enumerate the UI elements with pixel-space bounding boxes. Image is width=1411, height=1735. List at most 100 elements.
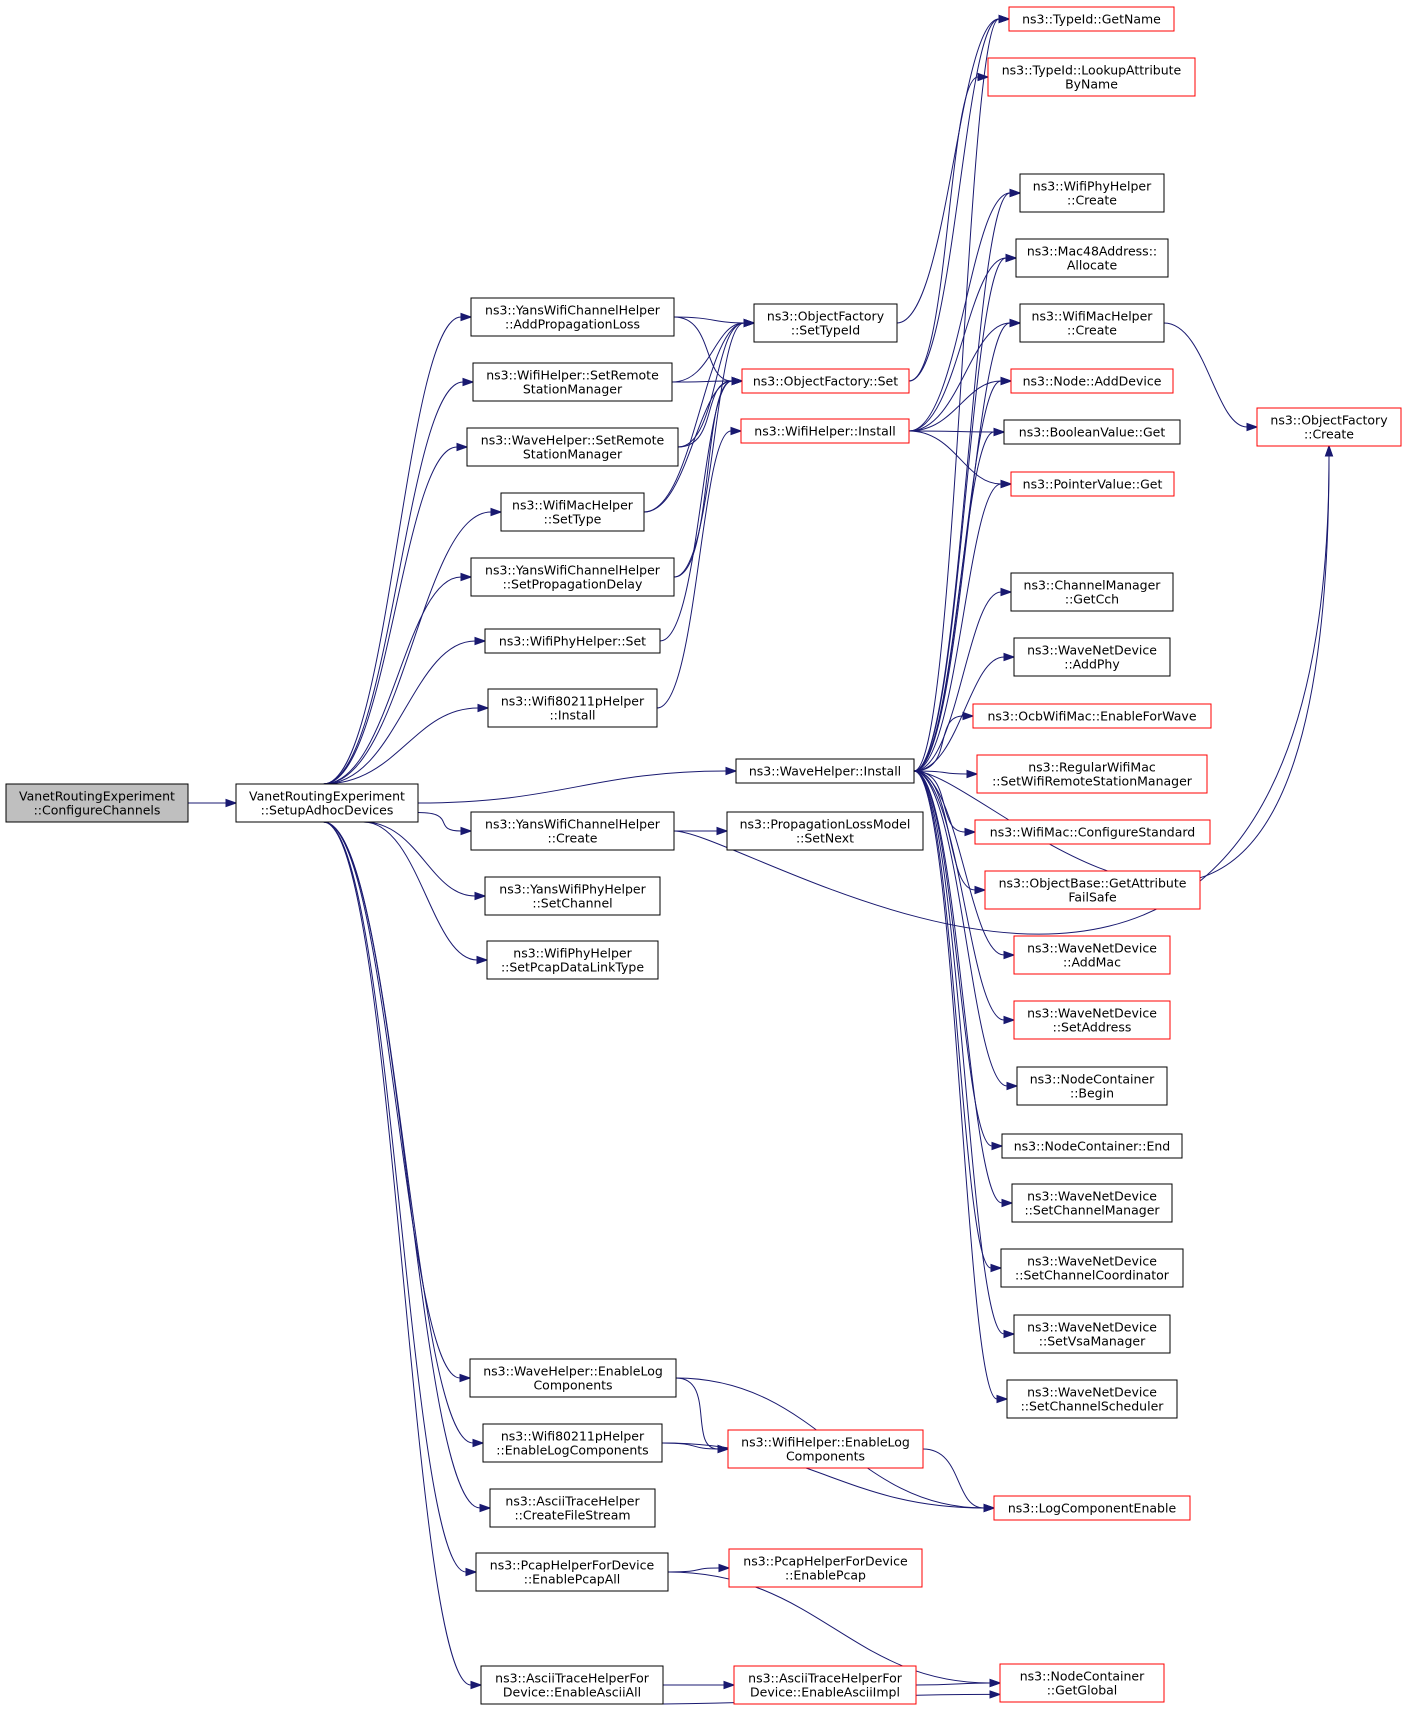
- node-nodecontainer-getglobal[interactable]: ns3::NodeContainer::GetGlobal: [999, 1663, 1165, 1703]
- node-wavenet-addphy[interactable]: ns3::WaveNetDevice::AddPhy: [1013, 637, 1171, 677]
- call-edge: [913, 253, 1018, 772]
- node-setup-adhoc-devices[interactable]: VanetRoutingExperiment::SetupAdhocDevice…: [235, 783, 419, 823]
- node-nodecontainer-begin[interactable]: ns3::NodeContainer::Begin: [1016, 1066, 1168, 1106]
- call-edge: [908, 188, 1022, 432]
- node-ascii-enable-ascii-impl[interactable]: ns3::AsciiTraceHelperForDevice::EnableAs…: [733, 1665, 917, 1705]
- call-nodes: VanetRoutingExperiment::ConfigureChannel…: [5, 6, 1402, 1705]
- node-label: VanetRoutingExperiment: [249, 789, 405, 804]
- node-regular-set-wrsm[interactable]: ns3::RegularWifiMac::SetWifiRemoteStatio…: [976, 754, 1208, 794]
- node-node-add-device[interactable]: ns3::Node::AddDevice: [1010, 368, 1174, 394]
- node-yansphy-set-channel[interactable]: ns3::YansWifiPhyHelper::SetChannel: [484, 876, 661, 916]
- node-ascii-enable-ascii-all[interactable]: ns3::AsciiTraceHelperForDevice::EnableAs…: [480, 1665, 664, 1705]
- node-wifimachelper-create[interactable]: ns3::WifiMacHelper::Create: [1019, 303, 1165, 343]
- node-label: Device::EnableAsciiAll: [503, 1685, 641, 1700]
- node-yans-channel-create[interactable]: ns3::YansWifiChannelHelper::Create: [470, 811, 675, 851]
- call-edge: [673, 316, 756, 328]
- node-label: Components: [533, 1378, 612, 1393]
- node-wavenet-set-channel-manager[interactable]: ns3::WaveNetDevice::SetChannelManager: [1011, 1183, 1173, 1223]
- node-wifiphyhelper-create[interactable]: ns3::WifiPhyHelper::Create: [1019, 173, 1165, 213]
- node-wavehelper-install[interactable]: ns3::WaveHelper::Install: [735, 758, 915, 784]
- node-logcomponent-enable[interactable]: ns3::LogComponentEnable: [993, 1495, 1191, 1521]
- call-edge: [1163, 322, 1259, 432]
- node-box: [1013, 1000, 1171, 1040]
- node-configure-channels[interactable]: VanetRoutingExperiment::ConfigureChannel…: [5, 783, 189, 823]
- node-label: ::EnablePcap: [785, 1568, 866, 1583]
- node-wave-enable-log[interactable]: ns3::WaveHelper::EnableLogComponents: [469, 1358, 677, 1398]
- node-label: ns3::WifiPhyHelper::Set: [499, 634, 646, 649]
- node-ocb-enable-for-wave[interactable]: ns3::OcbWifiMac::EnableForWave: [972, 703, 1212, 729]
- node-wifiphy-set-pcap-dlt[interactable]: ns3::WifiPhyHelper::SetPcapDataLinkType: [486, 940, 659, 980]
- call-edge: [913, 770, 1019, 1091]
- node-wifi80211p-install[interactable]: ns3::Wifi80211pHelper::Install: [487, 688, 658, 728]
- node-wifimac-set-type[interactable]: ns3::WifiMacHelper::SetType: [500, 492, 645, 532]
- node-box: [469, 1358, 677, 1398]
- node-wifi80211p-enable-log[interactable]: ns3::Wifi80211pHelper::EnableLogComponen…: [482, 1423, 663, 1463]
- call-edge: [908, 72, 990, 382]
- node-box: [726, 811, 924, 851]
- node-label: ns3::WaveHelper::SetRemote: [481, 433, 665, 448]
- node-yans-add-propagation-loss[interactable]: ns3::YansWifiChannelHelper::AddPropagati…: [470, 297, 675, 337]
- node-label: ns3::ObjectFactory: [1270, 413, 1388, 428]
- node-label: ::SetVsaManager: [1039, 1334, 1146, 1349]
- node-wavenet-set-channel-scheduler[interactable]: ns3::WaveNetDevice::SetChannelScheduler: [1006, 1379, 1178, 1419]
- node-nodecontainer-end[interactable]: ns3::NodeContainer::End: [1001, 1133, 1183, 1159]
- node-label: ns3::WaveNetDevice: [1027, 1006, 1157, 1021]
- node-channelmanager-getcch[interactable]: ns3::ChannelManager::GetCch: [1010, 572, 1174, 612]
- node-label: ::SetChannel: [532, 896, 612, 911]
- call-edge: [323, 821, 472, 1383]
- node-wifihelper-install[interactable]: ns3::WifiHelper::Install: [740, 418, 910, 444]
- node-box: [466, 427, 679, 467]
- node-label: ns3::WifiPhyHelper: [513, 946, 632, 961]
- call-edge: [662, 1680, 736, 1690]
- node-mac48-allocate[interactable]: ns3::Mac48Address::Allocate: [1015, 238, 1169, 278]
- call-edge: [913, 770, 1003, 1273]
- node-wifimac-configure-standard[interactable]: ns3::WifiMac::ConfigureStandard: [974, 819, 1211, 845]
- node-label: ns3::WaveNetDevice: [1027, 941, 1157, 956]
- node-wifihelper-enable-log[interactable]: ns3::WifiHelper::EnableLogComponents: [727, 1429, 924, 1469]
- call-edge: [323, 442, 469, 785]
- node-wifiphy-set[interactable]: ns3::WifiPhyHelper::Set: [484, 628, 661, 654]
- node-label: StationManager: [523, 382, 623, 397]
- node-label: ::Create: [1304, 427, 1354, 442]
- node-pointer-get[interactable]: ns3::PointerValue::Get: [1010, 471, 1175, 497]
- node-typeid-getname[interactable]: ns3::TypeId::GetName: [1008, 6, 1175, 32]
- node-pcap-enable-pcap-all[interactable]: ns3::PcapHelperForDevice::EnablePcapAll: [475, 1552, 669, 1592]
- node-objectfactory-create[interactable]: ns3::ObjectFactory::Create: [1256, 407, 1402, 447]
- call-edge: [323, 703, 490, 785]
- call-edge: [323, 572, 473, 785]
- call-edge: [659, 376, 744, 642]
- node-wavenet-addmac[interactable]: ns3::WaveNetDevice::AddMac: [1013, 935, 1171, 975]
- node-yans-set-propagation-delay[interactable]: ns3::YansWifiChannelHelper::SetPropagati…: [470, 557, 675, 597]
- node-box: [1256, 407, 1402, 447]
- node-label: ns3::RegularWifiMac: [1028, 760, 1156, 775]
- call-edge: [323, 507, 503, 785]
- node-box: [1019, 303, 1165, 343]
- node-box: [1015, 238, 1169, 278]
- call-edge: [908, 253, 1018, 432]
- node-label: Device::EnableAsciiImpl: [750, 1685, 900, 1700]
- node-objectfactory-set-typeid[interactable]: ns3::ObjectFactory::SetTypeId: [753, 303, 898, 343]
- call-edge: [417, 766, 738, 804]
- node-label: ::GetCch: [1065, 592, 1119, 607]
- call-edge: [323, 377, 475, 785]
- node-box: [1010, 471, 1175, 497]
- node-boolean-get[interactable]: ns3::BooleanValue::Get: [1003, 419, 1181, 445]
- node-ascii-create-file-stream[interactable]: ns3::AsciiTraceHelper::CreateFileStream: [489, 1488, 656, 1528]
- node-label: ::CreateFileStream: [514, 1508, 630, 1523]
- node-objectfactory-set[interactable]: ns3::ObjectFactory::Set: [741, 368, 910, 394]
- node-box: [1016, 1066, 1168, 1106]
- node-proplossmodel-setnext[interactable]: ns3::PropagationLossModel::SetNext: [726, 811, 924, 851]
- node-wavenet-set-channel-coordinator[interactable]: ns3::WaveNetDevice::SetChannelCoordinato…: [1000, 1248, 1184, 1288]
- node-label: Allocate: [1067, 258, 1118, 273]
- node-wavenet-setaddress[interactable]: ns3::WaveNetDevice::SetAddress: [1013, 1000, 1171, 1040]
- node-pcap-enable-pcap[interactable]: ns3::PcapHelperForDevice::EnablePcap: [728, 1548, 923, 1588]
- call-edge: [363, 821, 487, 901]
- call-edge: [323, 821, 485, 1448]
- node-label: ns3::NodeContainer: [1030, 1072, 1155, 1087]
- node-wavenet-set-vsa-manager[interactable]: ns3::WaveNetDevice::SetVsaManager: [1013, 1314, 1171, 1354]
